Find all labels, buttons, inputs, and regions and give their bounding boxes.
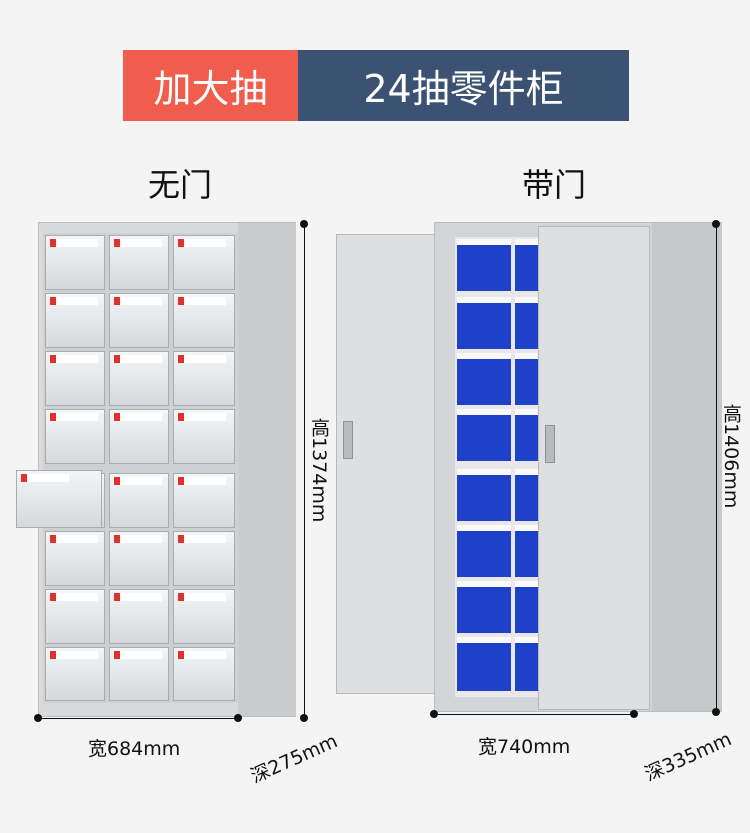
drawer <box>173 647 235 701</box>
left-depth-label: 深275mm <box>247 730 341 788</box>
cabinet-side <box>652 223 722 711</box>
dim-dot <box>300 714 308 722</box>
dim-dot <box>234 714 242 722</box>
bin <box>457 353 511 405</box>
drawer <box>109 351 169 406</box>
left-height-label: 高1374mm <box>308 418 330 523</box>
drawer <box>173 235 235 290</box>
dim-dot <box>712 220 720 228</box>
banner: 加大抽 24抽零件柜 <box>123 50 629 121</box>
height-line <box>304 224 305 718</box>
banner-right-label: 24抽零件柜 <box>298 50 629 121</box>
title-with-door: 带门 <box>522 166 587 204</box>
drawer <box>173 473 235 528</box>
drawer <box>45 409 105 464</box>
cabinet-no-door <box>38 222 296 717</box>
left-width-label: 宽684mm <box>88 738 181 760</box>
drawer <box>45 235 105 290</box>
right-height-label: 高1406mm <box>720 404 742 509</box>
bin <box>457 297 511 349</box>
right-depth-label: 深335mm <box>641 728 735 786</box>
dim-dot <box>34 714 42 722</box>
door-handle <box>545 425 555 463</box>
drawer <box>45 531 105 586</box>
bin-rack <box>455 237 545 697</box>
drawer <box>109 473 169 528</box>
right-width-label: 宽740mm <box>478 736 571 758</box>
drawer <box>109 647 169 701</box>
cabinet-door-left <box>336 234 438 694</box>
bin <box>457 637 511 691</box>
bin <box>457 469 511 521</box>
drawer <box>173 409 235 464</box>
drawer <box>109 293 169 348</box>
cabinet-side <box>238 223 296 716</box>
drawer <box>109 531 169 586</box>
dim-dot <box>430 710 438 718</box>
drawer-pulled-out <box>16 470 102 528</box>
drawer <box>45 589 105 644</box>
height-line <box>716 224 717 712</box>
drawer <box>173 531 235 586</box>
drawer <box>173 293 235 348</box>
width-line <box>434 714 634 715</box>
bin <box>457 239 511 291</box>
drawer <box>109 589 169 644</box>
width-line <box>38 718 236 719</box>
drawer <box>109 409 169 464</box>
drawer <box>45 647 105 701</box>
drawer <box>173 351 235 406</box>
bin <box>457 525 511 577</box>
banner-left-label: 加大抽 <box>123 50 298 121</box>
drawer-grid <box>43 233 239 703</box>
drawer <box>45 351 105 406</box>
drawer <box>109 235 169 290</box>
dim-dot <box>712 708 720 716</box>
dim-dot <box>630 710 638 718</box>
bin <box>457 581 511 633</box>
title-no-door: 无门 <box>148 166 213 204</box>
drawer <box>45 293 105 348</box>
dim-dot <box>300 220 308 228</box>
drawer <box>173 589 235 644</box>
cabinet-door-right <box>538 226 650 710</box>
door-handle <box>343 421 353 459</box>
bin <box>457 409 511 461</box>
